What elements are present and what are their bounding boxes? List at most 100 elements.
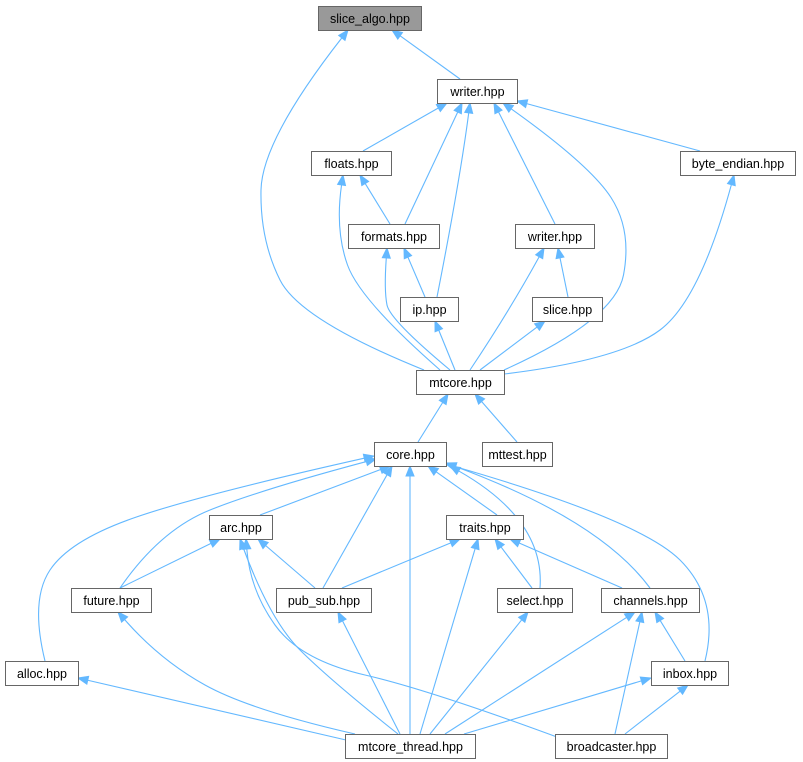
node-layer: slice_algo.hpp writer.hpp floats.hpp byte_e… (5, 6, 796, 759)
edge-mtcore_thread-to-future (117, 610, 356, 735)
node-mtcore-thread[interactable]: mtcore_thread.hpp (345, 734, 476, 759)
edge-arrowhead (434, 319, 444, 333)
edge-select-to-traits (494, 537, 533, 589)
edge-line (526, 103, 701, 152)
node-channels[interactable]: channels.hpp (601, 588, 700, 613)
edge-future-to-arc (119, 538, 222, 589)
edge-arrowhead (76, 675, 90, 685)
edge-arrowhead (435, 102, 449, 113)
edge-line (338, 184, 441, 371)
node-mttest[interactable]: mttest.hpp (482, 442, 553, 467)
node-box[interactable] (482, 442, 553, 467)
node-inbox[interactable]: inbox.hpp (651, 661, 729, 686)
node-box[interactable] (71, 588, 152, 613)
node-box[interactable] (532, 297, 603, 322)
edge-arrowhead (336, 173, 347, 187)
node-formats[interactable]: formats.hpp (348, 224, 440, 249)
node-alloc[interactable]: alloc.hpp (5, 661, 79, 686)
edge-mtcore-to-writer_mid (469, 246, 545, 371)
node-box[interactable] (601, 588, 700, 613)
edge-line (259, 469, 381, 516)
edge-mttest-to-mtcore (474, 392, 518, 443)
node-box[interactable] (555, 734, 668, 759)
edge-line (246, 548, 566, 741)
edge-line (436, 112, 470, 298)
node-label: mtcore_thread.hpp (358, 740, 463, 754)
node-slice-algo[interactable]: slice_algo.hpp (318, 6, 422, 31)
edge-ip-to-formats (403, 246, 426, 298)
node-writer-top[interactable]: writer.hpp (437, 79, 518, 104)
node-ip[interactable]: ip.hpp (400, 297, 459, 322)
node-box[interactable] (515, 224, 595, 249)
node-pub-sub[interactable]: pub_sub.hpp (276, 588, 372, 613)
node-select[interactable]: select.hpp (497, 588, 573, 613)
edge-floats-to-writer_top (362, 102, 449, 152)
node-box[interactable] (348, 224, 440, 249)
edge-mtcore_thread-to-arc (239, 537, 399, 735)
edge-arrowhead (555, 246, 565, 260)
node-box[interactable] (276, 588, 372, 613)
edge-arrowhead (405, 464, 415, 477)
node-box[interactable] (374, 442, 447, 467)
node-box[interactable] (209, 515, 273, 540)
edge-writer_mid-to-writer_top (493, 101, 556, 225)
node-box[interactable] (497, 588, 573, 613)
node-box[interactable] (446, 515, 524, 540)
node-label: slice_algo.hpp (330, 12, 410, 26)
edge-line (624, 690, 681, 735)
edge-broadcaster-to-arc (242, 537, 566, 741)
node-box[interactable] (416, 370, 505, 395)
edge-arrowhead (534, 246, 545, 260)
edge-mtcore_thread-to-channels (444, 611, 637, 735)
node-box[interactable] (311, 151, 392, 176)
edge-line (479, 326, 538, 371)
edge-arrowhead (654, 610, 665, 624)
node-label: mttest.hpp (488, 448, 546, 462)
node-box[interactable] (651, 661, 729, 686)
edge-line (322, 474, 388, 589)
edge-broadcaster-to-inbox (624, 684, 690, 735)
edge-arrowhead (470, 537, 480, 551)
node-future[interactable]: future.hpp (71, 588, 152, 613)
node-box[interactable] (437, 79, 518, 104)
node-slice[interactable]: slice.hpp (532, 297, 603, 322)
node-label: core.hpp (386, 448, 435, 462)
edge-line (438, 330, 456, 371)
node-box[interactable] (400, 297, 459, 322)
edge-arrowhead (515, 99, 529, 109)
node-box[interactable] (5, 661, 79, 686)
edge-ip-to-writer_top (436, 101, 474, 298)
edge-line (503, 184, 732, 375)
node-floats[interactable]: floats.hpp (311, 151, 392, 176)
edge-pub_sub-to-arc (256, 538, 316, 589)
edge-arrowhead (208, 538, 222, 548)
edge-arrowhead (453, 101, 463, 115)
edge-mtcore_thread-to-core (405, 464, 415, 734)
edge-line (417, 402, 444, 443)
edge-core-to-mtcore (417, 392, 449, 443)
edge-mtcore-to-formats (381, 246, 451, 371)
edge-arrowhead (726, 173, 736, 187)
edge-line (659, 620, 686, 662)
edge-line (500, 546, 533, 589)
node-core[interactable]: core.hpp (374, 442, 447, 467)
edge-arrowhead (448, 538, 462, 548)
node-arc[interactable]: arc.hpp (209, 515, 273, 540)
node-label: pub_sub.hpp (288, 594, 360, 608)
edge-line (469, 256, 540, 371)
edge-inbox-to-core (444, 462, 710, 662)
node-label: mtcore.hpp (429, 376, 492, 390)
node-mtcore[interactable]: mtcore.hpp (416, 370, 505, 395)
node-box[interactable] (345, 734, 476, 759)
edge-line (119, 461, 367, 589)
edge-arrowhead (426, 465, 440, 476)
node-writer-mid[interactable]: writer.hpp (515, 224, 595, 249)
edge-arrowhead (117, 610, 129, 624)
node-byte-endian[interactable]: byte_endian.hpp (680, 151, 796, 176)
node-traits[interactable]: traits.hpp (446, 515, 524, 540)
node-broadcaster[interactable]: broadcaster.hpp (555, 734, 668, 759)
node-label: alloc.hpp (17, 667, 67, 681)
edge-layer (38, 28, 736, 741)
node-box[interactable] (318, 6, 422, 31)
node-box[interactable] (680, 151, 796, 176)
